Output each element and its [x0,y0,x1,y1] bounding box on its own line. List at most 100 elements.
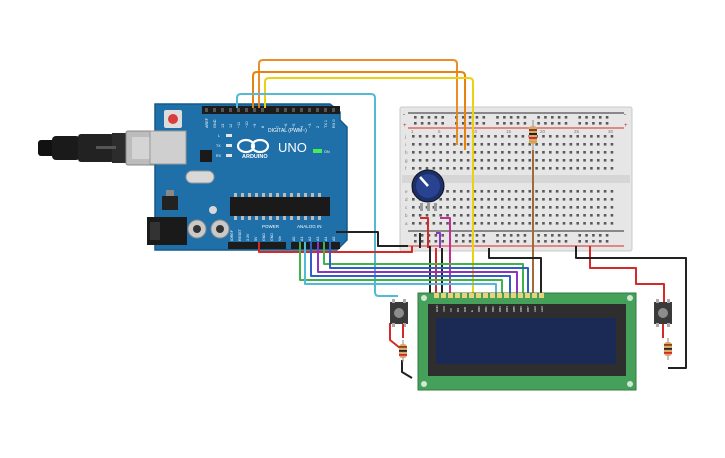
breadboard-hole[interactable] [473,222,477,225]
breadboard-hole[interactable] [466,135,470,138]
breadboard-hole[interactable] [466,159,470,162]
breadboard-hole[interactable] [501,135,504,138]
breadboard-hole[interactable] [459,214,463,217]
breadboard-hole[interactable] [590,206,593,209]
breadboard-hole[interactable] [514,143,518,146]
wire-red-left[interactable] [389,323,401,349]
breadboard-hole[interactable] [466,151,470,154]
breadboard-hole[interactable] [507,167,511,170]
breadboard-hole[interactable] [603,135,607,138]
breadboard-hole[interactable] [596,222,600,225]
breadboard-hole[interactable] [503,234,506,237]
breadboard-hole[interactable] [562,190,566,193]
breadboard-hole[interactable] [562,159,566,162]
breadboard-hole[interactable] [569,190,573,193]
breadboard-hole[interactable] [473,159,477,162]
breadboard-hole[interactable] [585,116,588,119]
breadboard-hole[interactable] [555,206,559,209]
breadboard-hole[interactable] [453,206,456,209]
breadboard-hole[interactable] [412,167,415,170]
breadboard-hole[interactable] [425,167,429,170]
breadboard-hole[interactable] [549,222,552,225]
breadboard-hole[interactable] [432,206,436,209]
breadboard-hole[interactable] [446,143,449,146]
breadboard-hole[interactable] [537,122,540,125]
breadboard-hole[interactable] [528,190,532,193]
breadboard-hole[interactable] [535,206,538,209]
breadboard-hole[interactable] [562,198,566,201]
breadboard-hole[interactable] [487,151,490,154]
breadboard-hole[interactable] [583,135,586,138]
breadboard-hole[interactable] [551,116,554,119]
breadboard-hole[interactable] [501,151,504,154]
breadboard-hole[interactable] [441,240,444,243]
breadboard-hole[interactable] [585,240,588,243]
breadboard-hole[interactable] [494,135,497,138]
breadboard-hole[interactable] [596,190,600,193]
breadboard-hole[interactable] [509,234,513,237]
breadboard-hole[interactable] [569,206,573,209]
breadboard-hole[interactable] [418,143,422,146]
breadboard-hole[interactable] [555,151,559,154]
breadboard-hole[interactable] [590,135,593,138]
breadboard-hole[interactable] [453,151,456,154]
breadboard-hole[interactable] [596,167,600,170]
breadboard-hole[interactable] [459,143,463,146]
breadboard-hole[interactable] [501,190,504,193]
breadboard-hole[interactable] [569,222,573,225]
wire-purple-bb[interactable] [436,232,441,248]
breadboard-hole[interactable] [446,135,449,138]
breadboard-hole[interactable] [569,167,573,170]
breadboard-hole[interactable] [549,190,552,193]
breadboard-hole[interactable] [494,190,497,193]
breadboard-hole[interactable] [418,135,422,138]
breadboard-hole[interactable] [598,240,602,243]
breadboard-hole[interactable] [446,206,449,209]
breadboard-hole[interactable] [434,116,438,119]
breadboard-hole[interactable] [549,167,552,170]
breadboard-hole[interactable] [475,234,479,237]
breadboard-hole[interactable] [523,240,527,243]
breadboard-hole[interactable] [564,122,568,125]
breadboard-hole[interactable] [432,135,436,138]
breadboard-hole[interactable] [494,151,497,154]
breadboard-hole[interactable] [420,234,424,237]
breadboard-hole[interactable] [516,240,520,243]
breadboard-hole[interactable] [418,214,422,217]
pushbutton-right[interactable] [654,299,672,327]
breadboard-hole[interactable] [466,214,470,217]
breadboard-hole[interactable] [605,122,609,125]
breadboard-hole[interactable] [535,198,538,201]
breadboard-hole[interactable] [605,116,609,119]
breadboard-hole[interactable] [459,206,463,209]
breadboard-hole[interactable] [480,167,484,170]
breadboard-hole[interactable] [427,122,431,125]
breadboard-hole[interactable] [603,214,607,217]
breadboard-hole[interactable] [501,198,504,201]
breadboard-hole[interactable] [555,190,559,193]
breadboard-hole[interactable] [507,214,511,217]
breadboard-hole[interactable] [509,122,513,125]
breadboard-hole[interactable] [425,135,429,138]
breadboard-hole[interactable] [544,234,547,237]
breadboard-hole[interactable] [501,222,504,225]
breadboard-hole[interactable] [487,190,490,193]
breadboard-hole[interactable] [528,214,532,217]
breadboard-hole[interactable] [610,159,614,162]
breadboard-hole[interactable] [521,222,525,225]
breadboard-hole[interactable] [576,143,579,146]
breadboard-hole[interactable] [473,151,477,154]
breadboard-hole[interactable] [596,151,600,154]
breadboard-hole[interactable] [480,206,484,209]
breadboard-hole[interactable] [501,167,504,170]
breadboard-hole[interactable] [446,190,449,193]
breadboard-hole[interactable] [603,198,607,201]
breadboard-hole[interactable] [514,198,518,201]
breadboard-hole[interactable] [420,116,424,119]
breadboard-hole[interactable] [439,159,442,162]
breadboard-hole[interactable] [453,167,456,170]
breadboard-hole[interactable] [523,122,527,125]
breadboard-hole[interactable] [494,167,497,170]
breadboard-hole[interactable] [555,159,559,162]
breadboard-hole[interactable] [578,240,581,243]
